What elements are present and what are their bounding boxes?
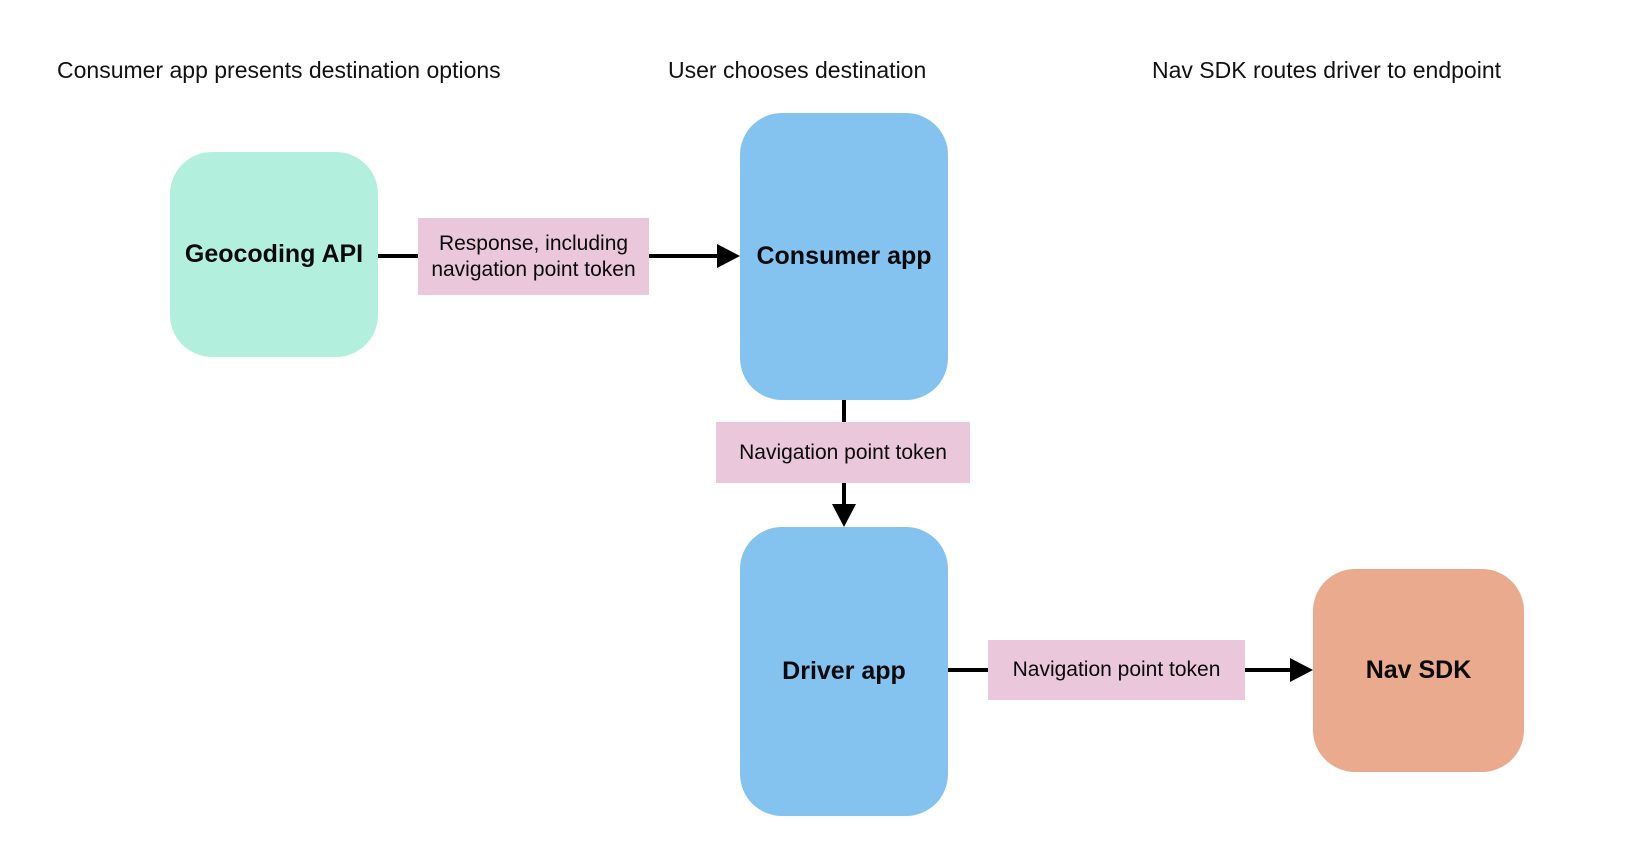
node-nav-sdk: Nav SDK (1313, 569, 1524, 772)
edge-label-navigation-point-token-1: Navigation point token (716, 422, 970, 483)
edge-label-navigation-point-token-2: Navigation point token (988, 640, 1245, 700)
arrowhead-right-icon (1290, 658, 1313, 682)
column-header-navsdk-routes: Nav SDK routes driver to endpoint (1152, 57, 1502, 83)
arrowhead-right-icon (717, 244, 740, 268)
edge-label-response-token: Response, including navigation point tok… (418, 218, 649, 295)
column-header-consumer-presents: Consumer app presents destination option… (57, 57, 501, 83)
arrowhead-down-icon (832, 504, 856, 527)
node-consumer-app: Consumer app (740, 113, 948, 400)
node-driver-app: Driver app (740, 527, 948, 816)
column-header-user-chooses: User chooses destination (668, 57, 927, 83)
node-geocoding-api: Geocoding API (170, 152, 378, 357)
